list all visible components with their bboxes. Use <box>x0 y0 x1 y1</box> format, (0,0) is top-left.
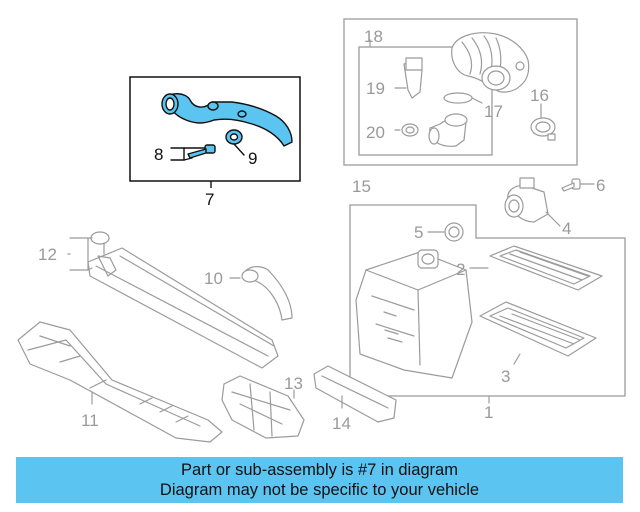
callout-4: 4 <box>562 219 571 238</box>
bracket-13 <box>221 375 305 439</box>
callout-7: 7 <box>205 190 214 209</box>
air-hose-part[interactable] <box>165 93 293 147</box>
part-7-highlight-box[interactable] <box>129 76 301 182</box>
trim-14 <box>313 365 397 423</box>
tube-10 <box>229 266 293 321</box>
sensor-4 <box>504 177 561 227</box>
callout-5: 5 <box>414 223 423 242</box>
callout-10: 10 <box>204 269 223 288</box>
clamp-16 <box>530 103 556 141</box>
duct-12 <box>67 231 279 369</box>
group-15-box <box>343 18 578 166</box>
callout-20: 20 <box>366 123 385 142</box>
callout-15: 15 <box>352 177 371 196</box>
notice-line-2: Diagram may not be specific to your vehi… <box>159 481 480 499</box>
callout-1: 1 <box>484 403 493 422</box>
callout-12: 12 <box>38 245 57 264</box>
callout-9: 9 <box>248 149 257 168</box>
callout-19: 19 <box>366 79 385 98</box>
callout-6: 6 <box>596 176 605 195</box>
callout-8: 8 <box>154 145 163 164</box>
callout-3: 3 <box>501 367 510 386</box>
callout-16: 16 <box>530 86 549 105</box>
group-1-box <box>349 204 626 404</box>
duct-11 <box>17 321 223 443</box>
callout-17: 17 <box>484 102 503 121</box>
diagram-notice-banner: Part or sub-assembly is #7 in diagram Di… <box>16 457 623 503</box>
callout-18: 18 <box>364 27 383 46</box>
bolt-6 <box>561 178 595 192</box>
callout-14: 14 <box>332 414 351 433</box>
callout-2: 2 <box>456 260 465 279</box>
grommet-part[interactable] <box>225 129 243 145</box>
callout-13: 13 <box>284 374 303 393</box>
parts-diagram: 1 2 3 4 5 6 7 8 9 10 11 12 13 14 15 16 1… <box>17 18 626 443</box>
callout-11: 11 <box>81 411 99 430</box>
bolt-part[interactable] <box>187 144 216 159</box>
notice-line-1: Part or sub-assembly is #7 in diagram <box>181 461 458 479</box>
